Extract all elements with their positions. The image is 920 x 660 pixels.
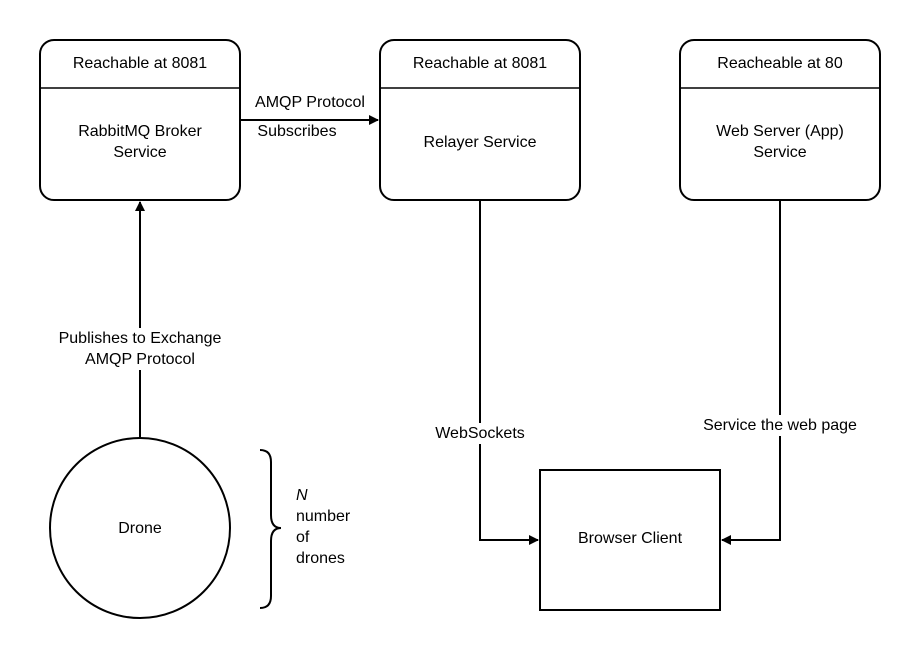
webserver-node bbox=[679, 39, 881, 201]
edge-relayer-to-browser bbox=[479, 200, 539, 545]
webserver-header: Reacheable at 80 bbox=[717, 54, 843, 72]
drones-count-n: N bbox=[296, 487, 308, 504]
relayer-header: Reachable at 8081 bbox=[412, 54, 548, 72]
edge-webserver-to-browser bbox=[721, 200, 781, 545]
amqp-protocol-label: AMQP Protocol bbox=[255, 94, 365, 111]
subscribes-label: Subscribes bbox=[257, 123, 337, 140]
browser-client-node bbox=[539, 469, 721, 611]
browser-client-label: Browser Client bbox=[577, 529, 683, 547]
drones-count-label: N number of drones bbox=[296, 485, 386, 569]
drones-brace bbox=[259, 449, 282, 609]
rabbitmq-name: RabbitMQ Broker Service bbox=[78, 123, 202, 161]
webserver-name: Web Server (App) Service bbox=[716, 123, 844, 161]
relayer-name: Relayer Service bbox=[423, 133, 537, 151]
drone-label: Drone bbox=[118, 519, 162, 537]
serve-page-label: Service the web page bbox=[684, 415, 876, 436]
rabbitmq-header: Reachable at 8081 bbox=[72, 54, 208, 72]
websockets-label: WebSockets bbox=[420, 423, 540, 444]
drones-count-text: number of drones bbox=[296, 508, 351, 567]
publishes-label: Publishes to Exchange AMQP Protocol bbox=[40, 328, 240, 370]
